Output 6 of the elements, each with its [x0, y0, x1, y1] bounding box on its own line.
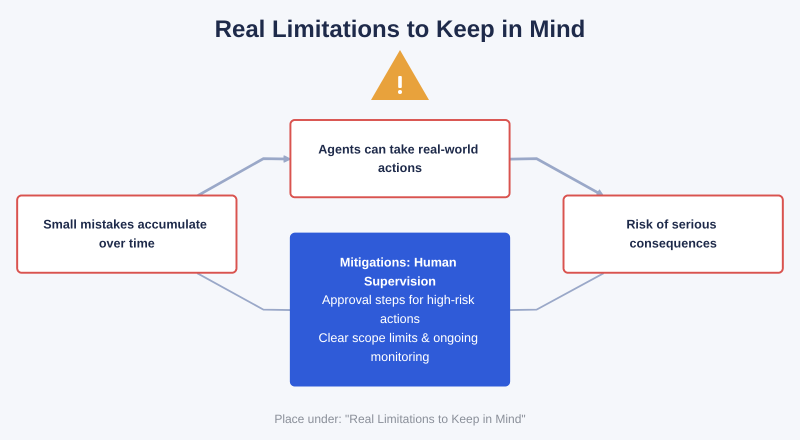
- connector: [510, 272, 604, 311]
- connector: [196, 272, 291, 311]
- caption: Place under: "Real Limitations to Keep in Mind": [274, 412, 526, 426]
- diagram-title: Real Limitations to Keep in Mind: [214, 16, 586, 44]
- arrow: [510, 157, 604, 196]
- arrow: [196, 155, 292, 198]
